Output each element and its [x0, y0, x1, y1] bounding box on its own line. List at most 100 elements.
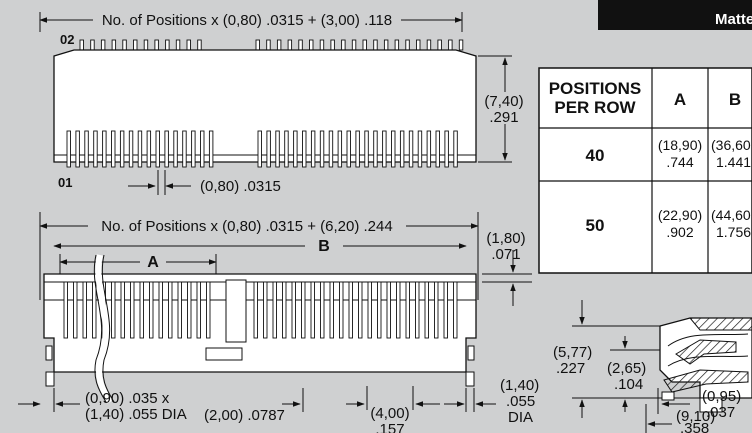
dimension-table: POSITIONS PER ROW A B 40 (18,90) .744 (3…	[538, 67, 752, 274]
top-pins-lower	[66, 130, 458, 168]
contact-pin	[173, 130, 178, 168]
contact-pin	[275, 130, 280, 168]
contact-pin	[182, 130, 187, 168]
hole-dimension-line1: (0,90) .035 x	[85, 390, 170, 407]
contact-pin	[293, 130, 298, 168]
contact-pin	[415, 281, 420, 339]
contact-pin	[119, 130, 125, 168]
contact-pin	[351, 39, 357, 51]
contact-pin	[309, 39, 314, 51]
contact-pin	[63, 281, 68, 339]
contact-pin	[276, 39, 282, 51]
contact-pin	[319, 130, 325, 168]
key-window	[205, 347, 243, 361]
contact-pin	[197, 39, 202, 51]
contact-pin	[453, 130, 458, 168]
dim-2-65-mm: (2,65)	[607, 360, 646, 377]
key-slot	[225, 279, 247, 343]
contact-pin	[82, 281, 87, 339]
dimension-b-label: B	[318, 238, 330, 255]
contact-pin	[196, 281, 201, 339]
contact-pin	[437, 39, 442, 51]
row-50-b-in: 1.756	[716, 224, 751, 240]
contact-pin	[206, 281, 211, 339]
contact-pin	[257, 130, 262, 168]
dim-9-10-in: .358	[680, 420, 709, 433]
contact-pin	[408, 130, 414, 168]
contact-pin	[73, 281, 78, 339]
row-40-a-mm: (18,90)	[658, 137, 702, 153]
corner-banner: Matte	[598, 0, 752, 30]
contact-pin	[92, 281, 97, 339]
dim-0-95-in: .037	[706, 404, 735, 421]
contact-pin	[405, 281, 410, 339]
height-dimension-in: .291	[489, 109, 518, 126]
contact-pin	[266, 39, 271, 51]
contact-pin	[120, 281, 125, 339]
dim-2-65-in: .104	[614, 376, 643, 393]
header-positions-line1: POSITIONS	[549, 79, 642, 98]
contact-pin	[348, 281, 353, 339]
dim-1-40-mm: (1,40)	[500, 377, 539, 394]
contact-pin	[146, 130, 152, 168]
contact-pin	[458, 39, 464, 51]
pitch-dimension: (0,80) .0315	[200, 178, 281, 195]
left-latch	[45, 345, 53, 361]
contact-pin	[337, 130, 343, 168]
contact-pin	[187, 281, 192, 339]
contact-pin	[434, 281, 439, 339]
pin2-label: 02	[60, 32, 74, 47]
contact-pin	[416, 39, 421, 51]
contact-pin	[111, 39, 117, 51]
contact-pin	[399, 130, 405, 168]
contact-pin	[84, 130, 89, 168]
front-view: No. of Positions x (0,80) .0315 + (6,20)…	[18, 212, 539, 433]
contact-pin	[383, 39, 389, 51]
contact-pin	[155, 130, 160, 168]
dim-4-00-mm: (4,00)	[370, 405, 409, 422]
contact-pin	[133, 39, 138, 51]
contact-pin	[284, 130, 289, 168]
dim-1-40-dia: DIA	[508, 409, 533, 426]
contact-pin	[200, 130, 205, 168]
contact-pin	[443, 281, 448, 339]
contact-pin	[396, 281, 401, 339]
front-pins	[63, 281, 458, 339]
contact-pin	[341, 39, 346, 51]
row-40-b-mm: (36,60	[711, 137, 751, 153]
contact-pin	[417, 130, 423, 168]
dim-2-00: (2,00) .0787	[204, 407, 285, 424]
side-view: (5,77) .227 (2,65) .104 (0,95) .037 (9,1…	[553, 300, 752, 433]
contact-pin	[66, 130, 71, 168]
contact-pin	[154, 39, 159, 51]
row-40-a-in: .744	[666, 154, 693, 170]
contact-pin	[377, 281, 382, 339]
contact-pin	[139, 281, 144, 339]
row-50-b-mm: (44,60	[711, 207, 751, 223]
contact-pin	[394, 39, 400, 51]
contact-pin	[164, 130, 169, 168]
contact-pin	[435, 130, 440, 168]
dim-0-95-mm: (0,95)	[702, 388, 741, 405]
contact-pin	[143, 39, 149, 51]
contact-pin	[100, 39, 106, 51]
row-50-positions: 50	[586, 216, 605, 235]
contact-pin	[287, 39, 293, 51]
row-50-a-mm: (22,90)	[658, 207, 702, 223]
contact-pin	[424, 281, 429, 339]
header-positions-line2: PER ROW	[554, 98, 636, 117]
contact-pin	[358, 281, 363, 339]
corner-banner-text: Matte	[715, 11, 752, 28]
left-post	[45, 371, 55, 387]
contact-pin	[128, 130, 134, 168]
row-40-positions: 40	[586, 146, 605, 165]
dim-5-77-mm: (5,77)	[553, 344, 592, 361]
contact-pin	[364, 130, 369, 168]
dimension-a-label: A	[147, 254, 159, 271]
contact-pin	[272, 281, 277, 339]
contact-pin	[362, 39, 367, 51]
contact-pin	[355, 130, 360, 168]
contact-pin	[175, 39, 181, 51]
contact-pin	[453, 281, 458, 339]
